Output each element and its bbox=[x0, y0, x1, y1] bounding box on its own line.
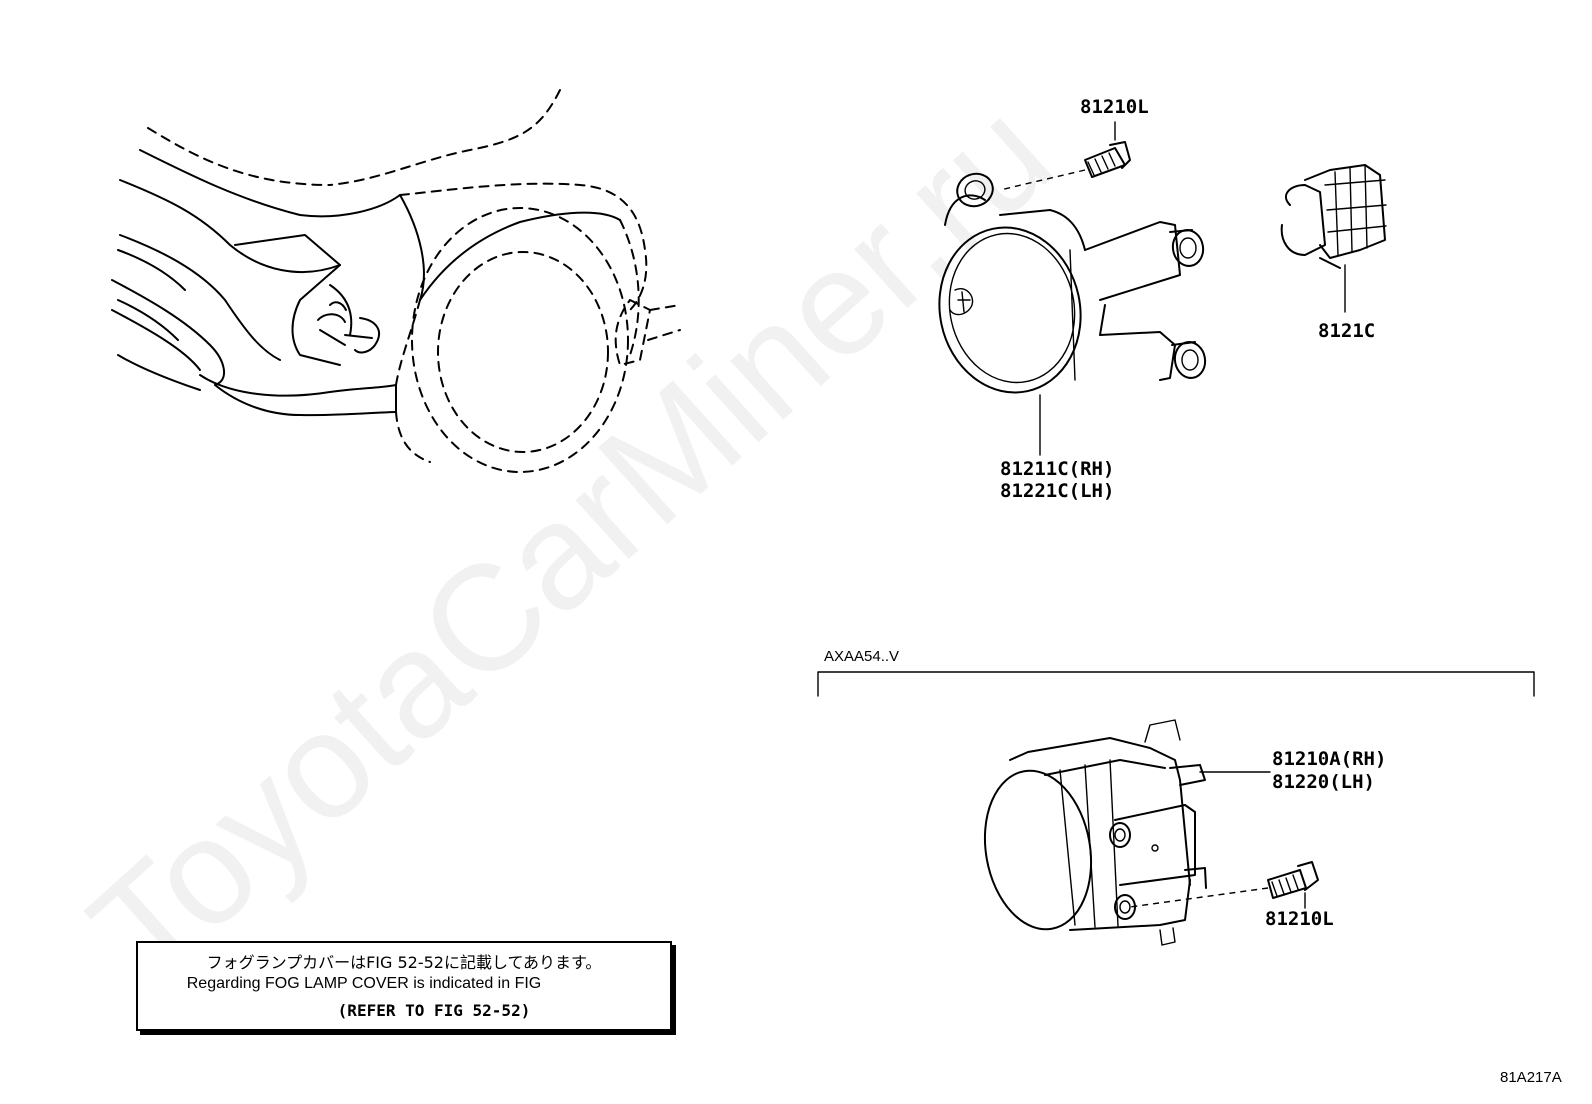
figure-code: 81A217A bbox=[1500, 1069, 1562, 1086]
watermark: ToyotaCarMiner.ru bbox=[59, 69, 1082, 1014]
note-japanese: フォグランプカバーはFIG 52-52に記載してあります。 bbox=[206, 953, 602, 972]
note-box: フォグランプカバーはFIG 52-52に記載してあります。 Regarding … bbox=[136, 941, 672, 1031]
variant-label: AXAA54..V bbox=[824, 648, 899, 665]
label-housing-rh: 81211C(RH) bbox=[1000, 458, 1114, 480]
note-refer: (REFER TO FIG 52-52) bbox=[337, 1001, 531, 1020]
car-front-illustration bbox=[111, 89, 681, 473]
bolt-lower bbox=[1129, 861, 1319, 908]
fog-lamp-housing-upper bbox=[938, 172, 1207, 394]
variant-bracket bbox=[817, 671, 1535, 697]
label-fog-lamp-lh: 81220(LH) bbox=[1272, 771, 1375, 793]
label-bulb: 8121C bbox=[1318, 320, 1375, 342]
label-fog-lamp-rh: 81210A(RH) bbox=[1272, 748, 1386, 770]
fog-lamp-led-lower bbox=[983, 719, 1207, 946]
bolt-upper bbox=[999, 141, 1131, 191]
bulb-socket bbox=[1280, 164, 1387, 269]
label-bolt-upper: 81210L bbox=[1080, 96, 1149, 118]
label-housing-lh: 81221C(LH) bbox=[1000, 480, 1114, 502]
label-bolt-lower: 81210L bbox=[1265, 908, 1334, 930]
note-english: Regarding FOG LAMP COVER is indicated in… bbox=[186, 975, 542, 992]
